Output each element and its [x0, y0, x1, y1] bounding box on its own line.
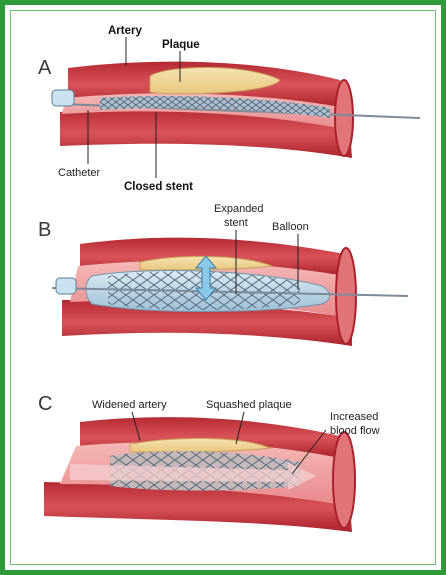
artery-end-opening	[333, 432, 355, 528]
panel-a-letter: A	[38, 57, 52, 79]
panel-c: C Widened artery Squashed plaque Increas…	[38, 393, 380, 532]
catheter-tip	[52, 90, 74, 106]
label-increased-line1: Increased	[330, 411, 378, 423]
label-closed-stent: Closed stent	[124, 181, 193, 193]
artery-end-opening	[336, 248, 356, 344]
label-increased-line2: blood flow	[330, 425, 380, 437]
label-balloon: Balloon	[272, 221, 309, 233]
label-widened-artery: Widened artery	[92, 399, 167, 411]
panel-b: B Expanded stent Balloon	[38, 203, 408, 346]
label-artery: Artery	[108, 25, 142, 37]
panel-c-letter: C	[38, 393, 52, 415]
artery-end-opening	[335, 80, 353, 156]
label-expanded-line2: stent	[224, 217, 248, 229]
label-expanded-line1: Expanded	[214, 203, 264, 215]
panel-a: A Artery Plaque Catheter Closed stent	[38, 25, 420, 193]
catheter-tip	[56, 278, 76, 294]
label-squashed-plaque: Squashed plaque	[206, 399, 292, 411]
label-plaque: Plaque	[162, 39, 200, 51]
panel-b-letter: B	[38, 219, 51, 241]
label-catheter: Catheter	[58, 167, 101, 179]
